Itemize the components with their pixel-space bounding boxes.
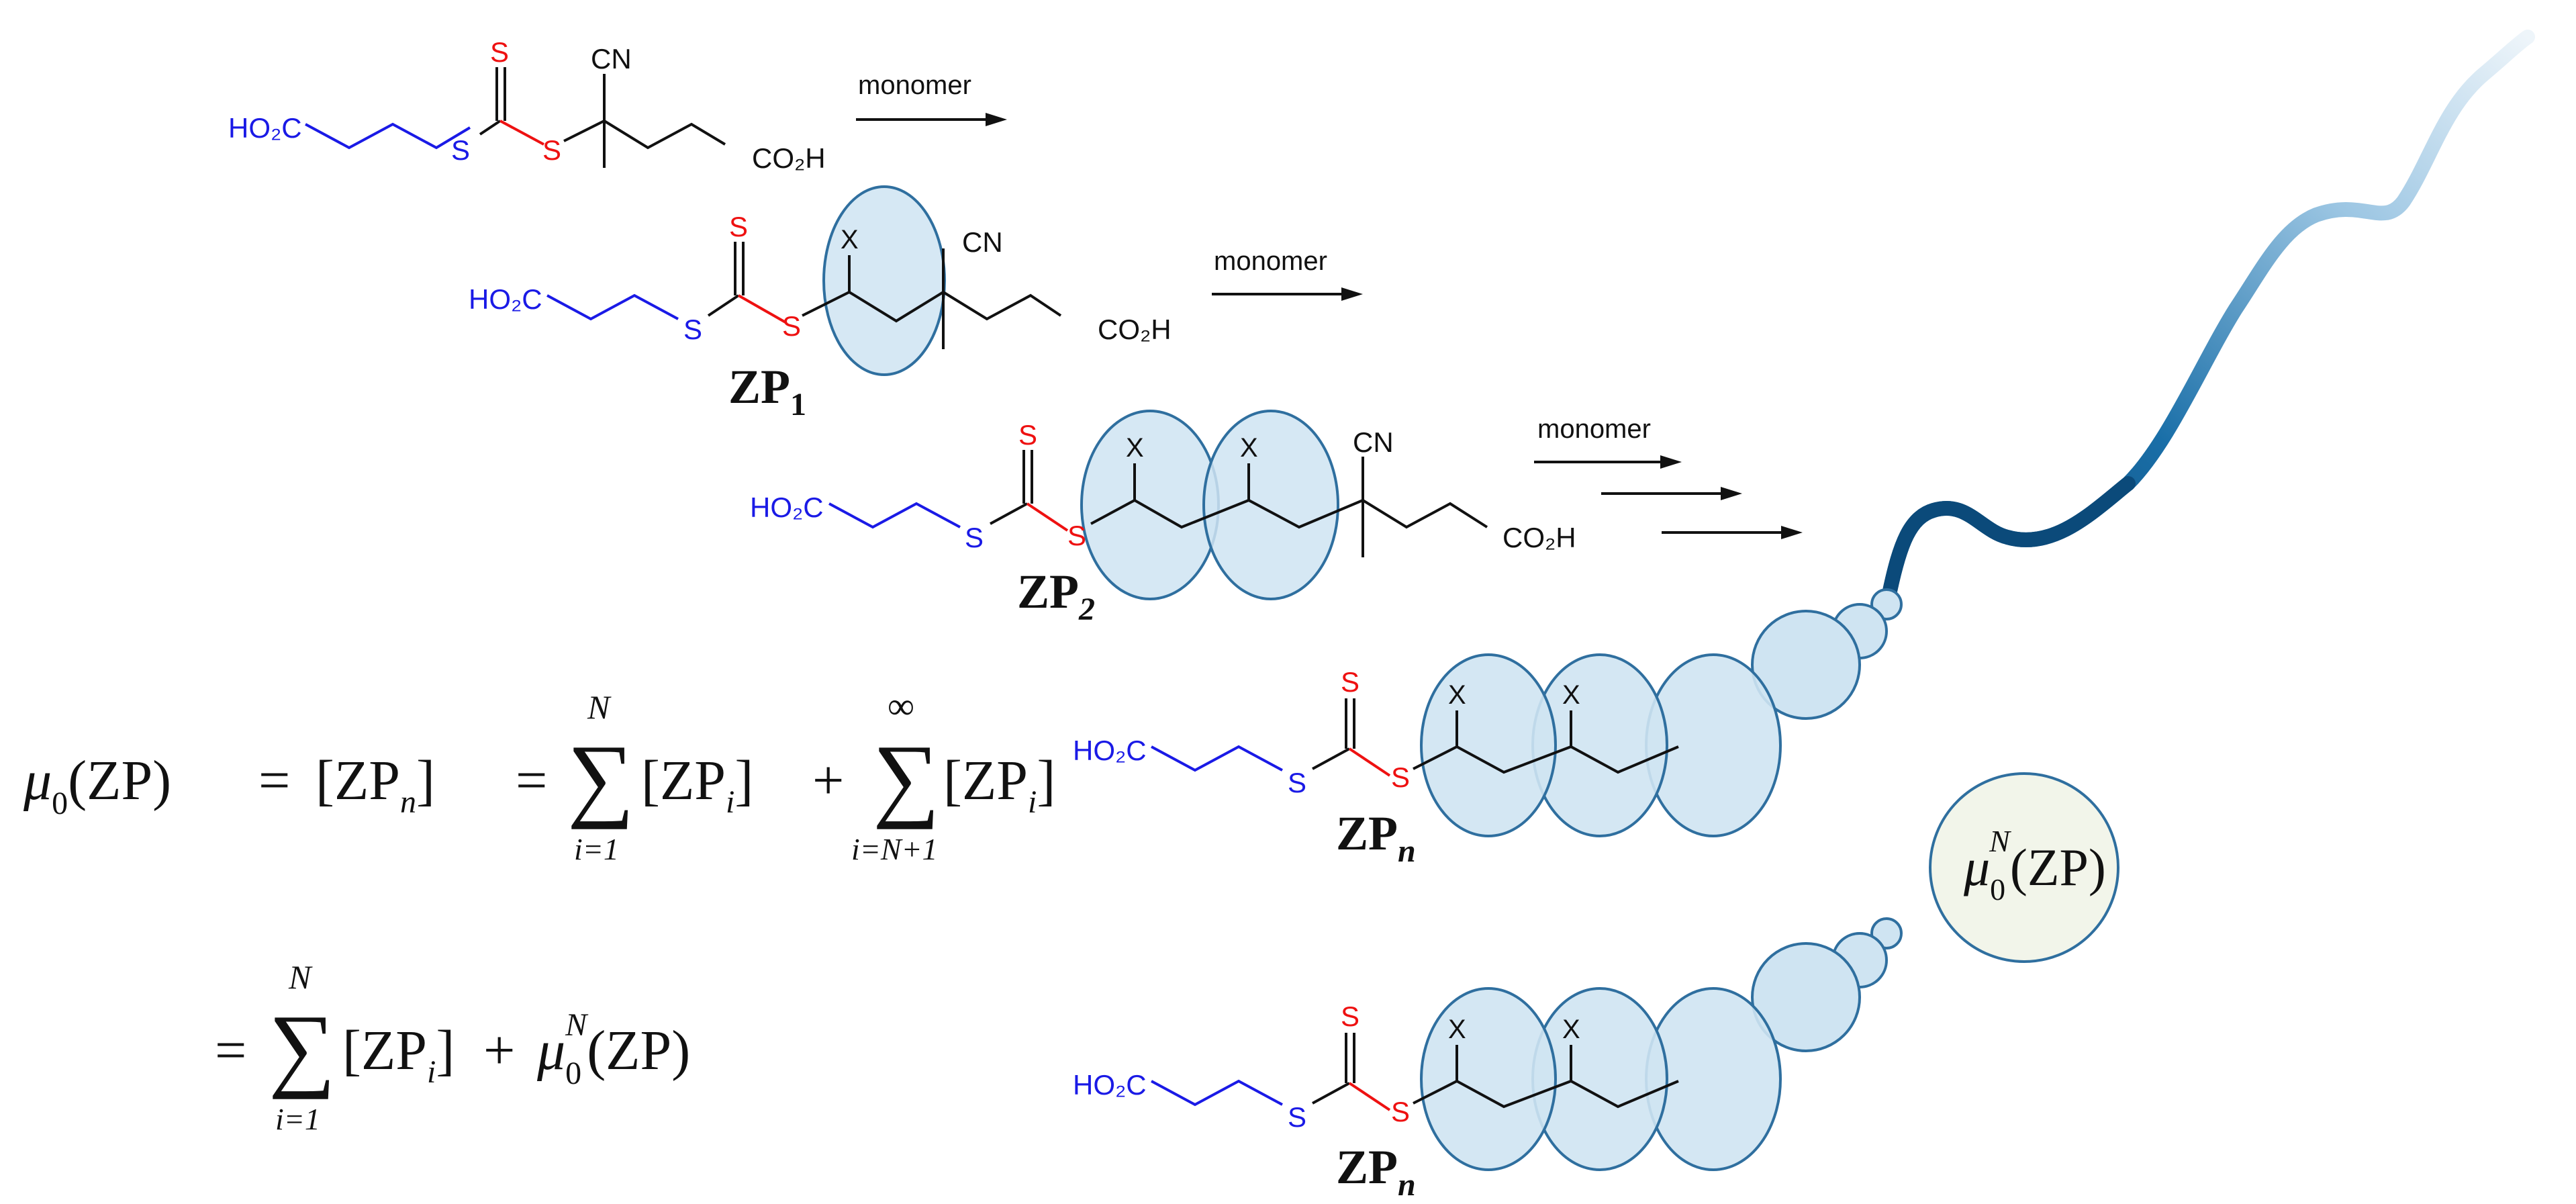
substituent-x-label: X: [1562, 1015, 1580, 1044]
zpi-term: [ZPi]: [342, 1019, 455, 1090]
substituent-x-label: X: [1562, 680, 1580, 710]
cn-label: CN: [591, 43, 632, 75]
moment-term: μ0N(ZP): [536, 1007, 690, 1091]
zpn-lower-label: ZPn: [1336, 1140, 1416, 1203]
zpn-term: [ZPn]: [316, 749, 435, 820]
sum-symbol: ∑: [873, 726, 940, 830]
thioether-s-label: S: [683, 314, 702, 345]
equals-sign: =: [516, 749, 547, 812]
monomer-unit-bubble: [1202, 410, 1339, 600]
bond-s-quat: [563, 120, 605, 142]
chain-tail-curve: [1882, 30, 2535, 598]
equals-sign: =: [215, 1019, 246, 1082]
sum-lower-limit: i=1: [574, 832, 619, 866]
zpn-upper-structure: HO₂C S S S X X ZPn: [1073, 588, 1903, 869]
substituent-x-label: X: [1448, 1015, 1466, 1044]
sum-upper-limit: N: [288, 958, 313, 996]
thioester-s-label: S: [542, 134, 561, 166]
linker-ho2c-label: HO₂C: [228, 112, 302, 144]
reaction-arrow-1: monomer: [856, 71, 1007, 126]
linker-ho2c-label: HO₂C: [469, 283, 542, 315]
thioether-s-label: S: [1288, 1101, 1306, 1133]
thione-s-label: S: [1018, 419, 1037, 451]
zp2-structure: HO₂C S S S X X CN CO₂H ZP2: [750, 410, 1576, 627]
monomer-unit-bubble: [1420, 987, 1557, 1171]
thioether-s-label: S: [1288, 767, 1306, 798]
thione-s-label: S: [729, 211, 748, 242]
co2h-label: CO₂H: [1098, 314, 1172, 345]
monomer-label-3: monomer: [1537, 414, 1651, 444]
linker-ho2c-label: HO₂C: [1073, 1069, 1147, 1101]
acid-chain: [603, 120, 726, 150]
tail-bubble: [1751, 610, 1861, 720]
substituent-x-label: X: [1240, 433, 1258, 463]
linker-ho2c-label: HO₂C: [750, 492, 824, 523]
thioester-s-label: S: [1067, 520, 1086, 551]
thione-s-label: S: [1341, 666, 1359, 698]
plus-sign: +: [812, 749, 844, 812]
sum-lower-limit: i=N+1: [851, 832, 938, 866]
zpi-term: [ZPi]: [641, 749, 753, 820]
reaction-arrow-2: monomer: [1212, 246, 1363, 301]
raft-agent-structure: HO₂C S S S CN CO₂H: [228, 36, 826, 174]
reaction-arrow-3: monomer: [1534, 414, 1803, 539]
bond-c-s-left: [499, 120, 544, 146]
polymer-chain-tail: [1882, 30, 2535, 598]
substituent-x-label: X: [1126, 433, 1144, 463]
monomer-unit-bubble: [1420, 653, 1557, 837]
substituent-x-label: X: [1448, 680, 1466, 710]
sum-upper-limit: N: [587, 688, 612, 726]
equation-lhs: μ0(ZP): [23, 749, 171, 821]
thioester-s-label: S: [782, 310, 801, 342]
sum-symbol: ∑: [567, 726, 634, 830]
bond-s-c: [479, 120, 502, 136]
moment-equation-line-1: μ0(ZP) = [ZPn] = ∑ N i=1 [ZPi] + ∑ ∞ i=N…: [23, 686, 1055, 866]
linker-chain: [305, 122, 471, 150]
zp1-structure: HO₂C S S S X CN CO₂H ZP1: [469, 185, 1172, 422]
monomer-label-1: monomer: [858, 71, 971, 100]
thioether-s-label: S: [451, 134, 470, 166]
zp1-label: ZP1: [728, 360, 806, 422]
sum-lower-limit: i=1: [275, 1102, 320, 1136]
zpn-lower-structure: HO₂C S S S X X ZPn: [1073, 917, 1903, 1203]
thioether-s-label: S: [965, 522, 984, 553]
monomer-label-2: monomer: [1214, 246, 1327, 276]
linker-ho2c-label: HO₂C: [1073, 735, 1147, 766]
thioester-s-label: S: [1391, 761, 1410, 793]
zpi-term: [ZPi]: [943, 749, 1055, 820]
substituent-x-label: X: [841, 225, 859, 254]
sum-symbol: ∑: [269, 996, 336, 1100]
equals-sign: =: [258, 749, 290, 812]
tail-bubble: [1751, 942, 1861, 1052]
sum-upper-limit: ∞: [888, 686, 914, 727]
thione-s-label: S: [1341, 1001, 1359, 1032]
monomer-unit-bubble: [1080, 410, 1220, 600]
zp2-label: ZP2: [1017, 565, 1095, 627]
thioester-s-label: S: [1391, 1096, 1410, 1127]
moment-bubble: μ0N(ZP): [1929, 772, 2119, 963]
co2h-label: CO₂H: [752, 142, 826, 174]
zpn-upper-label: ZPn: [1336, 806, 1416, 869]
co2h-label: CO₂H: [1502, 522, 1576, 553]
moment-equation-line-2: = ∑ N i=1 [ZPi] + μ0N(ZP): [215, 958, 690, 1136]
thione-s-label: S: [490, 36, 509, 68]
linker-chain: [546, 293, 679, 321]
monomer-unit-bubble: [822, 185, 946, 376]
plus-sign: +: [483, 1019, 515, 1082]
moment-bubble-label: μ0N(ZP): [1963, 824, 2106, 907]
cn-label: CN: [1353, 426, 1394, 458]
cn-label: CN: [962, 226, 1003, 258]
